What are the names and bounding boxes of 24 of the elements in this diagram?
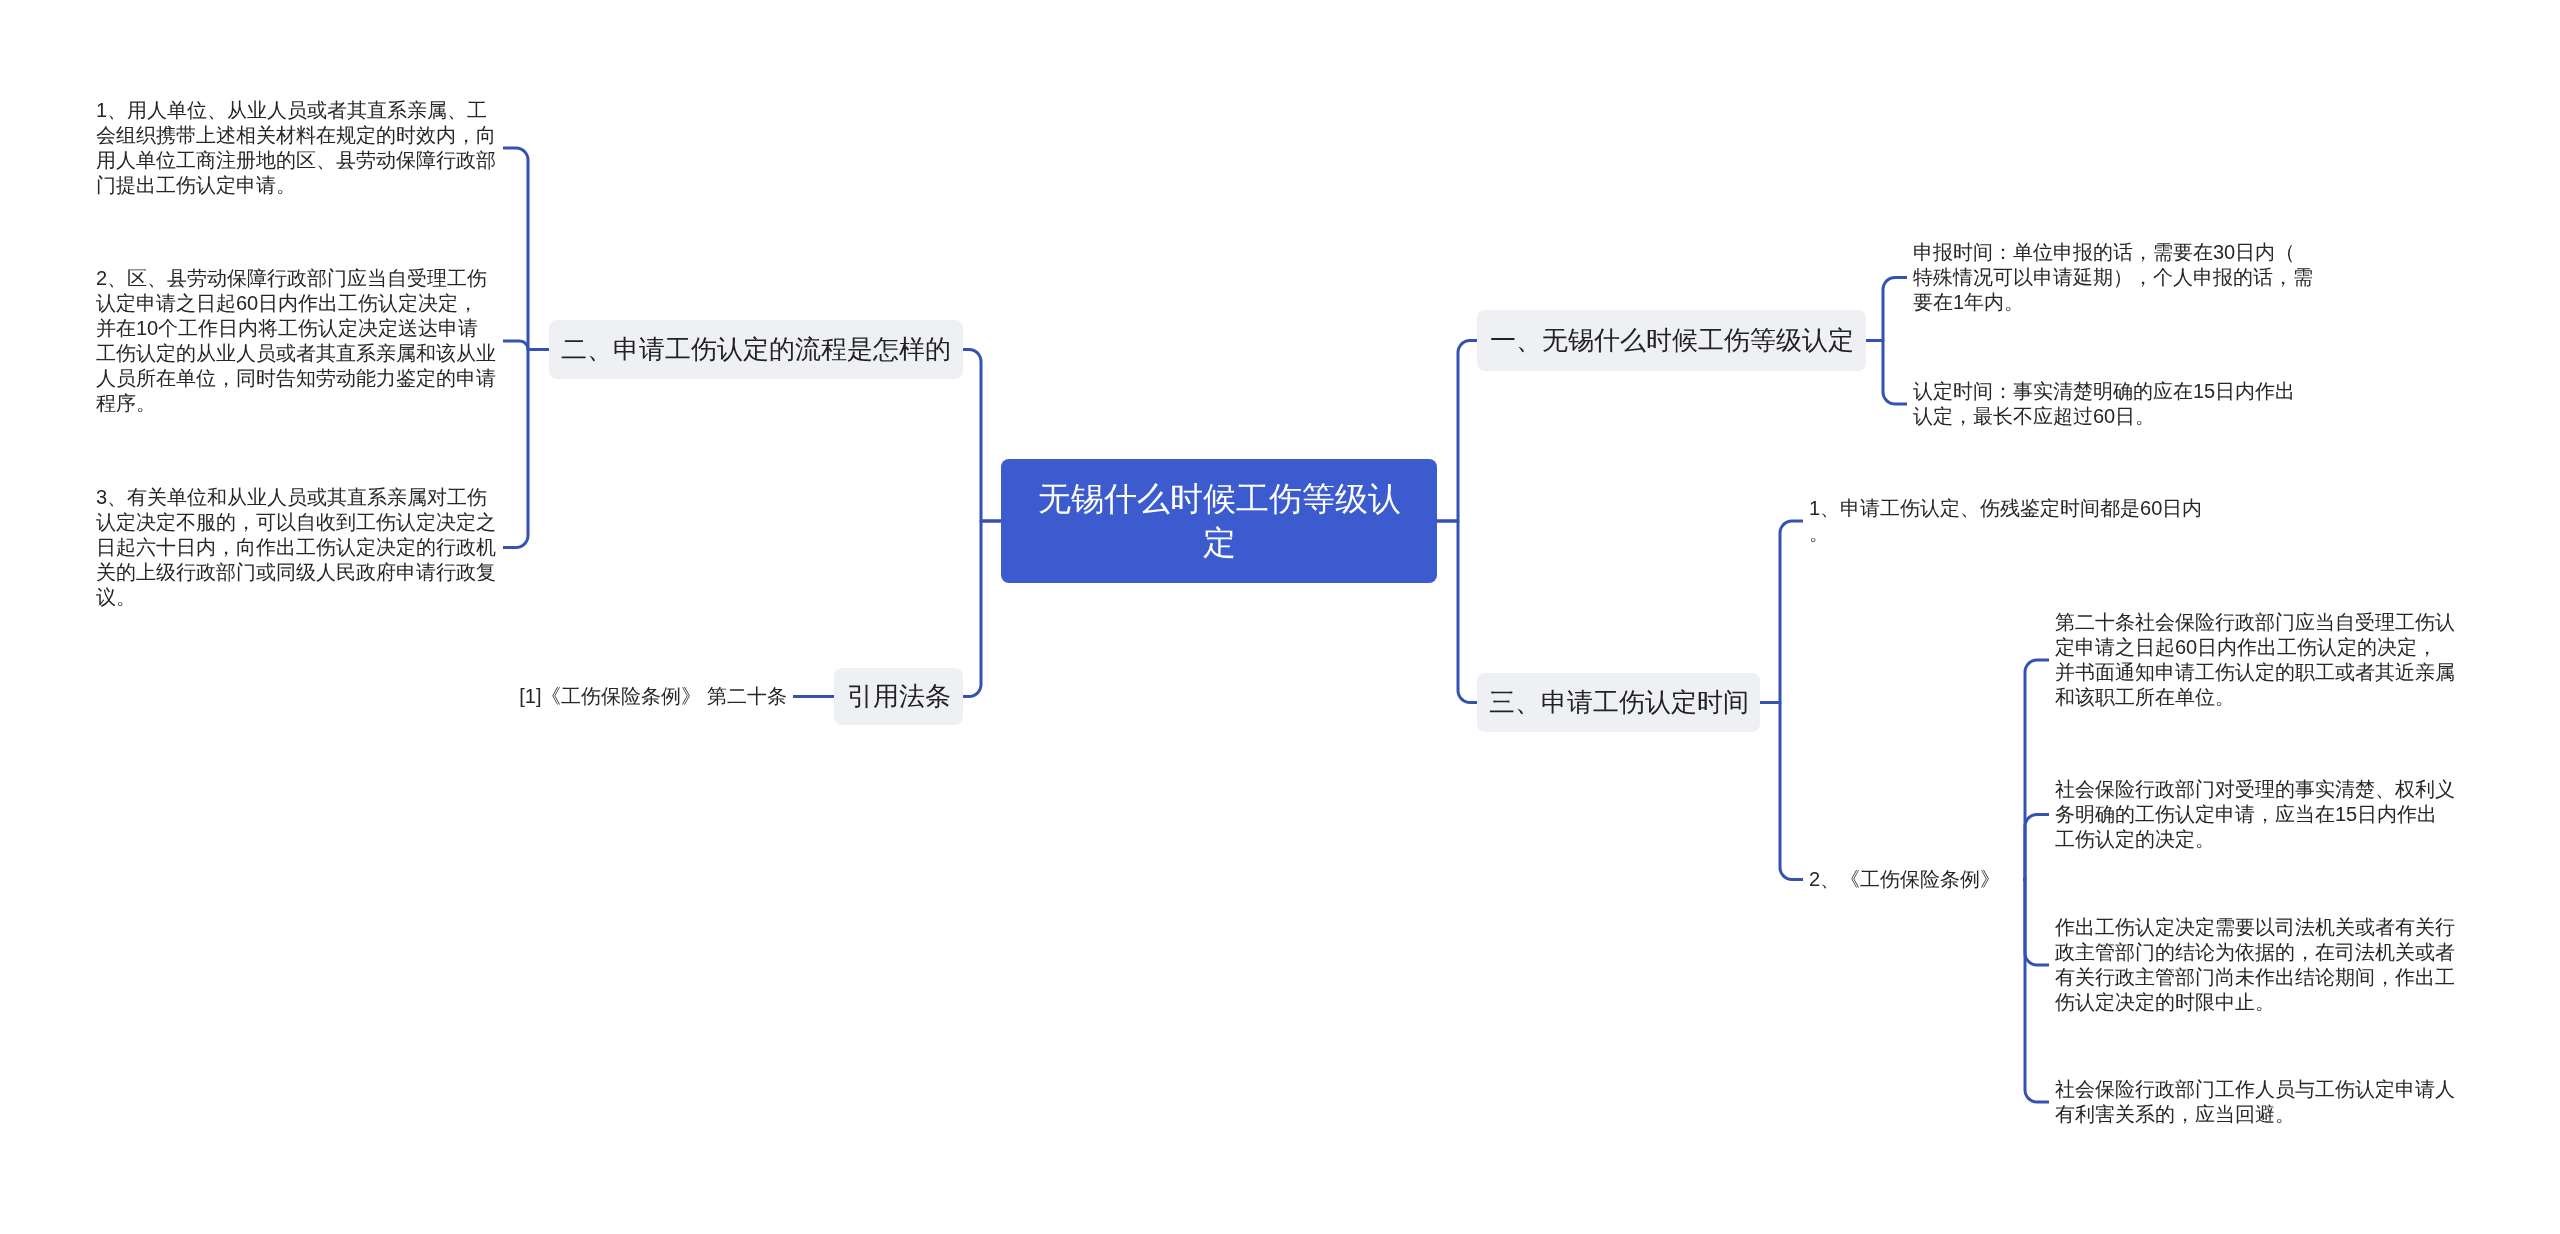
- connector-line: [963, 519, 1001, 698]
- connector-line: [1866, 339, 1907, 406]
- subtopic-text: 社会保险行政部门工作人员与工伤认定申请人有利害关系的，应当回避。: [2049, 1077, 2462, 1127]
- main-topic: 引用法条: [834, 668, 963, 725]
- main-topic: 三、申请工伤认定时间: [1477, 673, 1760, 732]
- subtopic-text: 作出工伤认定决定需要以司法机关或者有关行政主管部门的结论为依据的，在司法机关或者有关行政主管部门尚未作出结论期间，作出工伤认定决定的时限中止。: [2049, 915, 2462, 1015]
- connector-line: [503, 348, 549, 549]
- connector-line: [793, 695, 834, 698]
- subtopic-text: 社会保险行政部门对受理的事实清楚、权利义务明确的工伤认定申请，应当在15日内作出工伤认定的决定。: [2049, 777, 2462, 852]
- central-topic: 无锡什么时候工伤等级认定: [1001, 459, 1437, 583]
- subtopic-text: 2、区、县劳动保障行政部门应当自受理工伤认定申请之日起60日内作出工伤认定决定，并在10个工作日内将工伤认定决定送达申请工伤认定的从业人员或者其直系亲属和该从业人员所在单位，同时告知劳动能力鉴定的申请程序。: [90, 266, 503, 416]
- subtopic-text: 第二十条社会保险行政部门应当自受理工伤认定申请之日起60日内作出工伤认定的决定，并书面通知申请工伤认定的职工或者其近亲属和该职工所在单位。: [2049, 610, 2462, 710]
- connector-line: [1437, 519, 1477, 704]
- subtopic-text: [1]《工伤保险条例》 第二十条: [483, 684, 793, 709]
- connector-line: [2022, 813, 2049, 881]
- subtopic-text: 1、申请工伤认定、伤残鉴定时间都是60日内。: [1803, 496, 2216, 546]
- subtopic-text: 1、用人单位、从业人员或者其直系亲属、工会组织携带上述相关材料在规定的时效内，向用人单位工商注册地的区、县劳动保障行政部门提出工伤认定申请。: [90, 98, 503, 198]
- connector-line: [2022, 878, 2049, 1104]
- subtopic-text: 申报时间：单位申报的话，需要在30日内（特殊情况可以申请延期），个人申报的话，需要在1年内。: [1907, 240, 2320, 315]
- subtopic-text: 认定时间：事实清楚明确的应在15日内作出认定，最长不应超过60日。: [1907, 379, 2320, 429]
- main-topic: 二、申请工伤认定的流程是怎样的: [549, 320, 963, 379]
- subtopic-text: 2、《工伤保险条例》: [1803, 867, 2023, 892]
- subtopic-text: 3、有关单位和从业人员或其直系亲属对工伤认定决定不服的，可以自收到工伤认定决定之日起六十日内，向作出工伤认定决定的行政机关的上级行政部门或同级人民政府申请行政复议。: [90, 485, 503, 610]
- main-topic: 一、无锡什么时候工伤等级认定: [1477, 310, 1866, 371]
